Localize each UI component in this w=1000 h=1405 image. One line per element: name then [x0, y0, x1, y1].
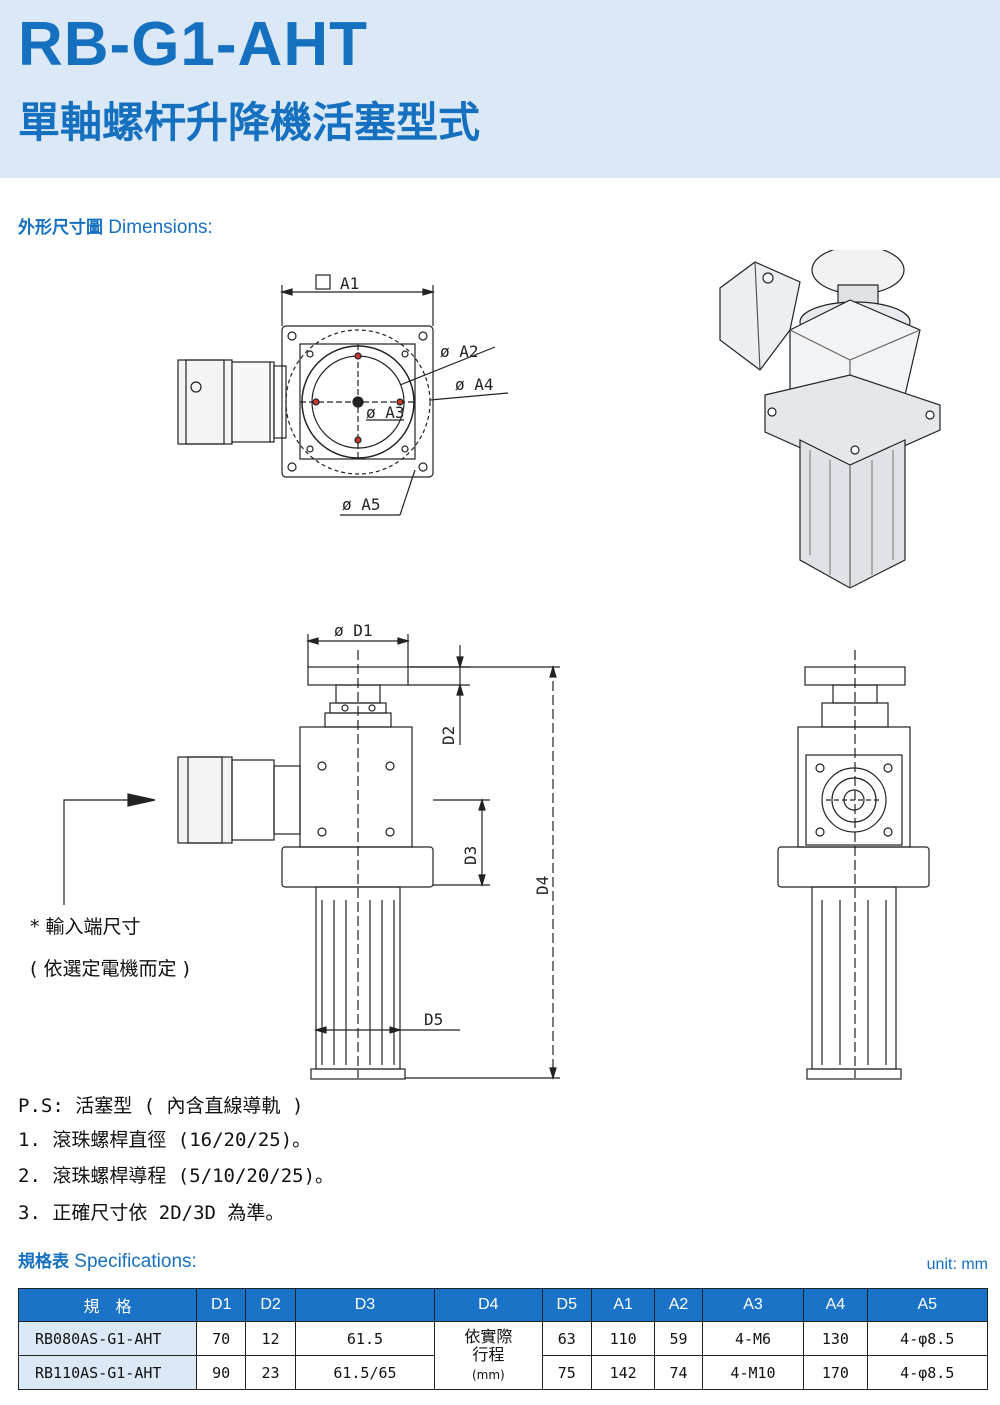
isometric-view [719, 250, 941, 589]
cell-d5: 75 [541, 1355, 592, 1390]
cell-model: RB080AS-G1-AHT [18, 1321, 197, 1356]
cell-a1: 110 [590, 1321, 656, 1356]
cell-d1: 70 [195, 1321, 247, 1356]
table-row: RB110AS-G1-AHT 90 23 61.5/65 75 142 74 4… [18, 1355, 989, 1390]
unit-label: unit: mm [926, 1256, 988, 1273]
cell-a2: 74 [654, 1355, 703, 1390]
page-title: RB-G1-AHT [18, 10, 368, 79]
d4-line3: (mm) [471, 1367, 505, 1382]
dim-a3-label: ø A3 [366, 403, 405, 422]
cell-d5: 63 [541, 1321, 592, 1356]
col-header-a3: A3 [701, 1288, 805, 1322]
cell-a5: 4-φ8.5 [866, 1355, 989, 1390]
dim-d1-label: ø D1 [334, 621, 373, 640]
cell-d4-merged: 依實際 行程 (mm) [434, 1321, 543, 1390]
cell-a3: 4-M6 [701, 1321, 805, 1356]
cell-a2: 59 [654, 1321, 703, 1356]
specs-heading: 規格表 Specifications: [18, 1252, 197, 1271]
cell-d1: 90 [195, 1355, 247, 1390]
dim-a5-label: ø A5 [342, 495, 381, 514]
dim-d2-label: D2 [439, 726, 458, 745]
col-header-a4: A4 [803, 1288, 868, 1322]
dim-a4-label: ø A4 [455, 375, 494, 394]
cell-a3: 4-M10 [701, 1355, 805, 1390]
col-header-d1: D1 [195, 1288, 247, 1322]
dimensions-heading-en: Dimensions: [108, 217, 213, 238]
dim-d4-label: D4 [533, 876, 552, 895]
col-header-a2: A2 [654, 1288, 703, 1322]
cell-d3: 61.5/65 [294, 1355, 436, 1390]
table-row: RB080AS-G1-AHT 70 12 61.5 依實際 行程 (mm) 63… [18, 1321, 989, 1390]
specs-heading-cjk: 規格表 [18, 1252, 69, 1272]
spec-table: 規 格 D1 D2 D3 D4 D5 A1 A2 A3 A4 A5 RB080A… [18, 1288, 989, 1390]
cell-a1: 142 [590, 1355, 656, 1390]
dim-d3-label: D3 [461, 846, 480, 865]
col-header-model: 規 格 [18, 1288, 197, 1322]
ps-note-2: 2. 滾珠螺桿導程 (5/10/20/25)。 [18, 1165, 335, 1187]
specs-heading-en: Specifications: [74, 1251, 197, 1272]
dim-d5-label: D5 [424, 1010, 443, 1029]
top-view: A1 ø A2 ø A4 ø A3 ø A5 [177, 274, 509, 516]
input-note-line2: ( 依選定電機而定 ) [30, 958, 190, 980]
dim-a1-label: A1 [340, 274, 359, 293]
ps-note: P.S: 活塞型 ( 內含直線導軌 ) [18, 1095, 304, 1117]
dimension-drawing: A1 ø A2 ø A4 ø A3 ø A5 [63, 250, 941, 1081]
ps-note-1: 1. 滾珠螺桿直徑 (16/20/25)。 [18, 1129, 312, 1151]
dim-a2-label: ø A2 [440, 342, 479, 361]
col-header-d2: D2 [245, 1288, 296, 1322]
cell-model: RB110AS-G1-AHT [18, 1355, 197, 1390]
page-subtitle: 單軸螺杆升降機活塞型式 [18, 98, 481, 147]
side-view [777, 650, 930, 1080]
d4-line2: 行程 [472, 1345, 505, 1365]
col-header-d3: D3 [294, 1288, 436, 1322]
spec-table-header-row: 規 格 D1 D2 D3 D4 D5 A1 A2 A3 A4 A5 [18, 1288, 989, 1322]
input-note-line1: * 輸入端尺寸 [30, 916, 141, 938]
dimensions-heading-cjk: 外形尺寸圖 [18, 218, 103, 238]
dimensions-heading: 外形尺寸圖 Dimensions: [18, 218, 213, 237]
front-view: ø D1 D2 D3 D4 D5 [63, 621, 560, 1081]
cell-a4: 170 [803, 1355, 868, 1390]
col-header-a5: A5 [866, 1288, 989, 1322]
col-header-d5: D5 [541, 1288, 592, 1322]
cell-a4: 130 [803, 1321, 868, 1356]
cell-d2: 12 [245, 1321, 296, 1356]
cell-d2: 23 [245, 1355, 296, 1390]
ps-note-3: 3. 正確尺寸依 2D/3D 為準。 [18, 1202, 285, 1224]
cell-d3: 61.5 [294, 1321, 436, 1356]
cell-a5: 4-φ8.5 [866, 1321, 989, 1356]
col-header-d4: D4 [434, 1288, 543, 1322]
header-banner [0, 0, 1000, 178]
col-header-a1: A1 [590, 1288, 656, 1322]
d4-line1: 依實際 [464, 1326, 513, 1346]
